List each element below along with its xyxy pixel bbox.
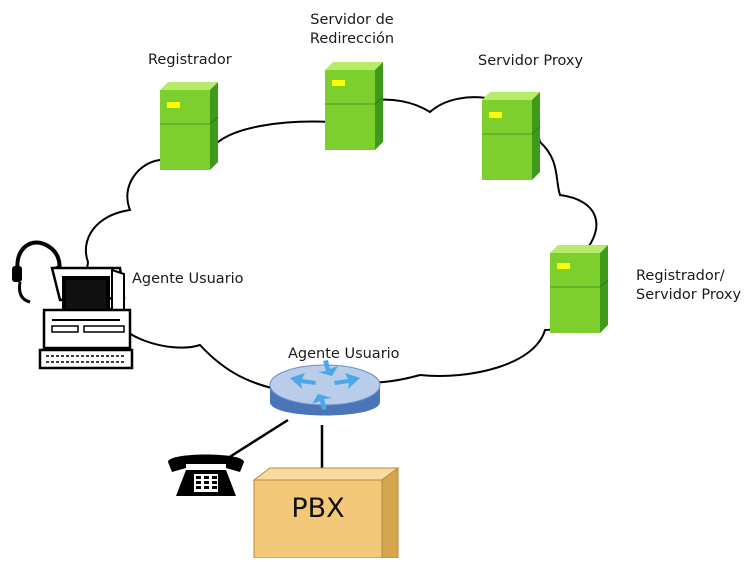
router-to-phone-line [227, 418, 289, 460]
registrar-proxy-label-line1: Registrador/ [636, 268, 725, 284]
registrar-label: Registrador [148, 52, 232, 68]
server-tower-icon [550, 245, 609, 333]
pbx-box-icon: PBX [252, 467, 400, 559]
computer-with-headset-icon [12, 240, 134, 370]
server-tower-icon [325, 62, 384, 150]
proxy-server-label: Servidor Proxy [478, 53, 584, 69]
router-icon [269, 360, 381, 416]
telephone-icon [168, 454, 244, 496]
redirect-server-label-line1: Servidor de [310, 12, 394, 28]
user-agent-router-label: Agente Usuario [288, 346, 400, 362]
user-agent-pc-label: Agente Usuario [132, 271, 244, 287]
pbx-label: PBX [291, 493, 344, 524]
registrar-proxy-label-line2: Servidor Proxy [636, 287, 742, 303]
server-tower-icon [160, 82, 219, 170]
redirect-server-label-line2: Redirección [309, 31, 395, 47]
server-tower-icon [482, 92, 541, 180]
network-cloud [84, 96, 598, 397]
